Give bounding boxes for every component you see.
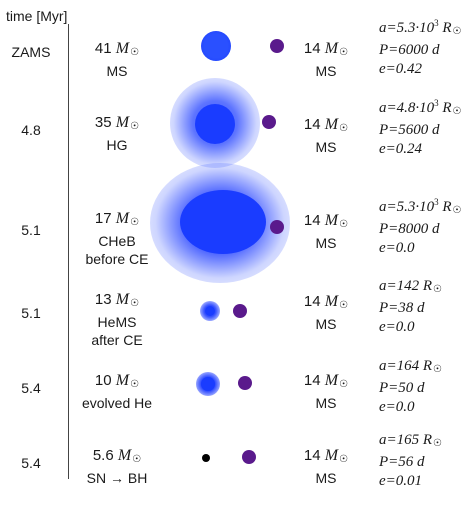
companion-stage-label: MS xyxy=(315,395,337,411)
companion-star xyxy=(242,450,256,464)
companion-stage-label: MS xyxy=(315,235,337,251)
companion-star xyxy=(270,220,284,234)
primary-stage-sublabel: after CE xyxy=(91,332,143,348)
eccentricity: e=0.0 xyxy=(379,399,415,415)
companion-star-info: 14 M☉ MS xyxy=(296,372,356,412)
primary-star xyxy=(201,31,231,61)
primary-stage-label: CHeB xyxy=(98,233,136,249)
companion-star xyxy=(262,115,276,129)
eccentricity: e=0.42 xyxy=(379,61,423,77)
primary-star xyxy=(201,377,215,391)
companion-star-info: 14 M☉ MS xyxy=(296,212,356,252)
primary-star-info: 41 M☉ MS xyxy=(72,40,162,80)
primary-mass: 5.6 M☉ xyxy=(92,447,142,465)
orbit-params: a=5.3·103 R☉ P=8000 d e=0.0 xyxy=(379,193,471,258)
evolution-stage-zams: ZAMS 41 M☉ MS 14 M☉ MS a=5.3·103 R☉ P=60… xyxy=(0,18,471,106)
companion-mass: 14 M☉ xyxy=(303,293,349,311)
primary-stage-label: MS xyxy=(106,63,128,79)
evolution-stage-cheb: 5.1 17 M☉ CHeB before CE 14 M☉ MS a=5.3·… xyxy=(0,163,471,288)
period: P=56 d xyxy=(379,454,425,470)
period: P=5600 d xyxy=(379,122,440,138)
primary-stage-label: HG xyxy=(106,137,128,153)
separation: a=142 R☉ xyxy=(379,278,443,295)
orbit-params: a=142 R☉ P=38 d e=0.0 xyxy=(379,277,471,337)
stage-time: 5.1 xyxy=(21,305,41,321)
primary-star xyxy=(195,104,235,144)
evolution-stage-hems: 5.1 13 M☉ HeMS after CE 14 M☉ MS a=142 R… xyxy=(0,278,471,373)
companion-star-info: 14 M☉ MS xyxy=(296,293,356,333)
orbit-params: a=4.8·103 R☉ P=5600 d e=0.24 xyxy=(379,94,471,159)
period: P=38 d xyxy=(379,300,425,316)
companion-mass: 14 M☉ xyxy=(303,447,349,465)
companion-star xyxy=(233,304,247,318)
period: P=50 d xyxy=(379,380,425,396)
orbit-params: a=164 R☉ P=50 d e=0.0 xyxy=(379,357,471,417)
primary-mass: 41 M☉ xyxy=(94,40,140,58)
eccentricity: e=0.24 xyxy=(379,141,423,157)
stage-time: 5.1 xyxy=(21,222,41,238)
separation: a=5.3·103 R☉ xyxy=(379,18,462,37)
companion-mass: 14 M☉ xyxy=(303,212,349,230)
primary-mass: 35 M☉ xyxy=(94,114,140,132)
eccentricity: e=0.01 xyxy=(379,473,423,489)
companion-star-info: 14 M☉ MS xyxy=(296,40,356,80)
primary-star xyxy=(180,190,266,254)
stage-time: 5.4 xyxy=(21,455,41,471)
companion-stage-label: MS xyxy=(315,139,337,155)
period: P=8000 d xyxy=(379,221,440,237)
black-hole xyxy=(202,454,210,462)
primary-star-info: 10 M☉ evolved He xyxy=(72,372,162,412)
primary-star-info: 13 M☉ HeMS after CE xyxy=(72,291,162,349)
primary-star-info: 5.6 M☉ SN → BH xyxy=(72,447,162,487)
stage-time: 4.8 xyxy=(21,122,41,138)
companion-star xyxy=(270,39,284,53)
primary-star-info: 17 M☉ CHeB before CE xyxy=(72,210,162,268)
period: P=6000 d xyxy=(379,42,440,58)
primary-stage-label: SN → BH xyxy=(86,470,148,486)
companion-stage-label: MS xyxy=(315,63,337,79)
evolution-stage-evolved-he: 5.4 10 M☉ evolved He 14 M☉ MS a=164 R☉ P… xyxy=(0,358,471,450)
primary-stage-label: evolved He xyxy=(81,395,153,411)
eccentricity: e=0.0 xyxy=(379,319,415,335)
companion-mass: 14 M☉ xyxy=(303,40,349,58)
stage-time: ZAMS xyxy=(11,44,51,60)
companion-star-info: 14 M☉ MS xyxy=(296,116,356,156)
orbit-params: a=165 R☉ P=56 d e=0.01 xyxy=(379,431,471,491)
eccentricity: e=0.0 xyxy=(379,240,415,256)
stage-time: 5.4 xyxy=(21,380,41,396)
primary-star xyxy=(205,306,215,316)
evolution-stage-hg: 4.8 35 M☉ HG 14 M☉ MS a=4.8·103 R☉ P=560… xyxy=(0,78,471,188)
separation: a=4.8·103 R☉ xyxy=(379,98,462,117)
separation: a=165 R☉ xyxy=(379,432,443,449)
evolution-stage-sn-bh: 5.4 5.6 M☉ SN → BH 14 M☉ MS a=165 R☉ P=5… xyxy=(0,432,471,525)
companion-star-info: 14 M☉ MS xyxy=(296,447,356,487)
primary-mass: 17 M☉ xyxy=(94,210,140,228)
primary-mass: 10 M☉ xyxy=(94,372,140,390)
primary-mass: 13 M☉ xyxy=(94,291,140,309)
companion-mass: 14 M☉ xyxy=(303,372,349,390)
orbit-params: a=5.3·103 R☉ P=6000 d e=0.42 xyxy=(379,14,471,79)
primary-star-info: 35 M☉ HG xyxy=(72,114,162,154)
timeline-axis xyxy=(68,24,69,479)
primary-stage-sublabel: before CE xyxy=(85,251,149,267)
companion-stage-label: MS xyxy=(315,470,337,486)
time-axis-header: time [Myr] xyxy=(6,8,68,24)
companion-mass: 14 M☉ xyxy=(303,116,349,134)
separation: a=5.3·103 R☉ xyxy=(379,197,462,216)
primary-stage-label: HeMS xyxy=(97,314,137,330)
separation: a=164 R☉ xyxy=(379,358,443,375)
companion-stage-label: MS xyxy=(315,316,337,332)
companion-star xyxy=(238,376,252,390)
